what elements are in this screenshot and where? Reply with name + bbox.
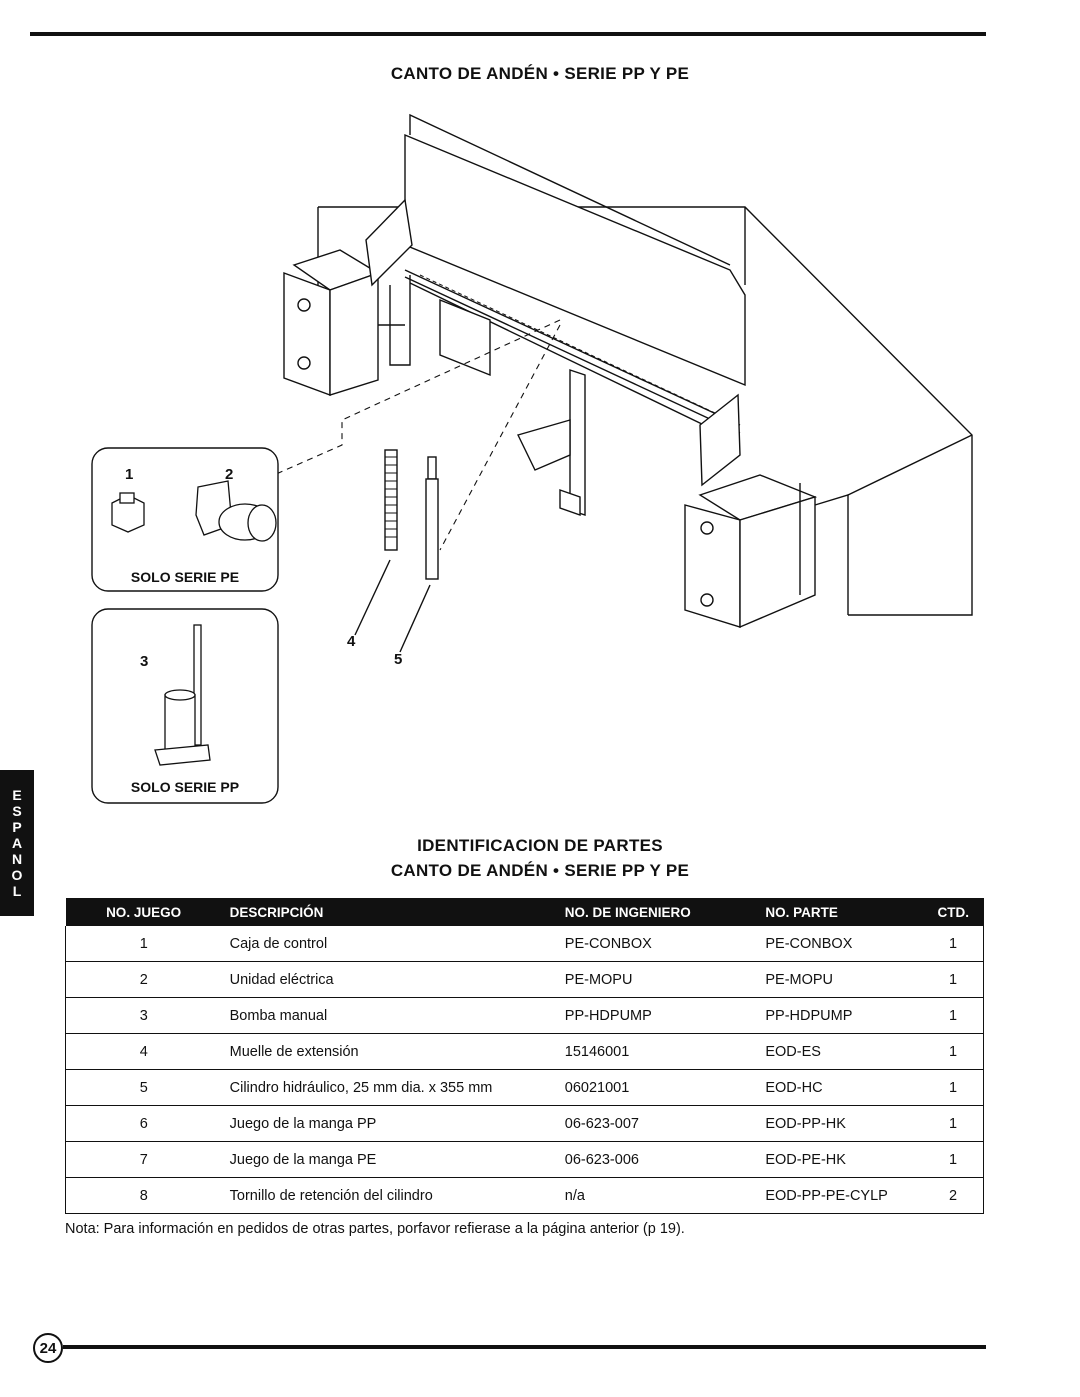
table-row: 5 Cilindro hidráulico, 25 mm dia. x 355 … <box>64 1069 985 1106</box>
cell-parte: EOD-ES <box>757 1033 924 1070</box>
callout-5: 5 <box>394 651 402 668</box>
table-header-row: NO. JUEGO DESCRIPCIÓN NO. DE INGENIERO N… <box>65 898 984 926</box>
dock-leveler-diagram: 1 2 3 4 5 SOLO SERIE PE SOLO SERIE PP <box>91 113 973 804</box>
cell-ingeniero: PE-CONBOX <box>556 926 758 962</box>
language-tab-letter: O <box>11 867 23 883</box>
callout-3: 3 <box>140 653 148 670</box>
cell-descripcion: Unidad eléctrica <box>221 961 557 998</box>
cell-ingeniero: 15146001 <box>556 1033 758 1070</box>
language-tab-letter: L <box>12 883 22 899</box>
cell-ctd: 1 <box>923 961 985 998</box>
cell-parte: EOD-PP-HK <box>757 1105 924 1142</box>
cell-parte: PE-MOPU <box>757 961 924 998</box>
top-rule <box>30 32 986 36</box>
table-row: 8 Tornillo de retención del cilindro n/a… <box>64 1177 985 1214</box>
header-no-ingeniero: NO. DE INGENIERO <box>556 898 758 926</box>
cell-descripcion: Juego de la manga PP <box>221 1105 557 1142</box>
header-no-juego: NO. JUEGO <box>65 898 222 926</box>
language-tab-letter: N <box>11 851 23 867</box>
table-row: 7 Juego de la manga PE 06-623-006 EOD-PE… <box>64 1141 985 1178</box>
cell-parte: PE-CONBOX <box>757 926 924 962</box>
table-row: 3 Bomba manual PP-HDPUMP PP-HDPUMP 1 <box>64 997 985 1034</box>
cell-parte: PP-HDPUMP <box>757 997 924 1034</box>
cell-ingeniero: 06021001 <box>556 1069 758 1106</box>
table-row: 1 Caja de control PE-CONBOX PE-CONBOX 1 <box>64 926 985 962</box>
language-tab-letter: E <box>12 787 22 803</box>
cell-descripcion: Caja de control <box>221 926 557 962</box>
cell-juego: 4 <box>64 1033 222 1070</box>
cell-juego: 1 <box>64 926 222 962</box>
cell-juego: 6 <box>64 1105 222 1142</box>
cell-descripcion: Bomba manual <box>221 997 557 1034</box>
cell-ctd: 1 <box>923 1069 985 1106</box>
inset-pp-label: SOLO SERIE PP <box>131 779 239 795</box>
cell-ctd: 1 <box>923 1033 985 1070</box>
cell-parte: EOD-HC <box>757 1069 924 1106</box>
header-descripcion: DESCRIPCIÓN <box>221 898 557 926</box>
section-subtitle: CANTO DE ANDÉN • SERIE PP Y PE <box>390 861 690 880</box>
cell-juego: 7 <box>64 1141 222 1178</box>
cell-descripcion: Juego de la manga PE <box>221 1141 557 1178</box>
cell-descripcion: Tornillo de retención del cilindro <box>221 1177 557 1214</box>
cell-ctd: 1 <box>923 997 985 1034</box>
cell-ingeniero: PP-HDPUMP <box>556 997 758 1034</box>
page-number: 24 <box>33 1333 63 1363</box>
table-row: 2 Unidad eléctrica PE-MOPU PE-MOPU 1 <box>64 961 985 998</box>
cell-ctd: 1 <box>923 1141 985 1178</box>
cell-ctd: 1 <box>923 926 985 962</box>
callout-4: 4 <box>347 633 356 650</box>
header-ctd: CTD. <box>923 898 984 926</box>
cell-descripcion: Cilindro hidráulico, 25 mm dia. x 355 mm <box>221 1069 557 1106</box>
bottom-rule <box>63 1345 986 1349</box>
header-no-parte: NO. PARTE <box>757 898 924 926</box>
cell-juego: 2 <box>64 961 222 998</box>
cell-juego: 5 <box>64 1069 222 1106</box>
cell-ingeniero: 06-623-006 <box>556 1141 758 1178</box>
cell-parte: EOD-PE-HK <box>757 1141 924 1178</box>
callout-1: 1 <box>125 466 133 483</box>
section-title: IDENTIFICACION DE PARTES <box>417 836 663 855</box>
page-title: CANTO DE ANDÉN • SERIE PP Y PE <box>390 64 690 83</box>
cell-descripcion: Muelle de extensión <box>221 1033 557 1070</box>
footnote: Nota: Para información en pedidos de otr… <box>65 1221 685 1237</box>
cell-ingeniero: n/a <box>556 1177 758 1214</box>
language-tab-letter: A <box>11 835 23 851</box>
cell-ctd: 1 <box>923 1105 985 1142</box>
cell-parte: EOD-PP-PE-CYLP <box>757 1177 924 1214</box>
cell-ingeniero: PE-MOPU <box>556 961 758 998</box>
language-tab-letter: S <box>12 803 22 819</box>
cell-juego: 8 <box>64 1177 222 1214</box>
language-tab-letter: P <box>12 819 22 835</box>
parts-table: NO. JUEGO DESCRIPCIÓN NO. DE INGENIERO N… <box>64 898 985 1214</box>
cell-ctd: 2 <box>923 1177 985 1214</box>
cell-juego: 3 <box>64 997 222 1034</box>
language-tab: E S P A N O L <box>0 770 34 916</box>
table-row: 4 Muelle de extensión 15146001 EOD-ES 1 <box>64 1033 985 1070</box>
callout-2: 2 <box>225 466 233 483</box>
inset-pe-label: SOLO SERIE PE <box>131 569 239 585</box>
table-row: 6 Juego de la manga PP 06-623-007 EOD-PP… <box>64 1105 985 1142</box>
cell-ingeniero: 06-623-007 <box>556 1105 758 1142</box>
